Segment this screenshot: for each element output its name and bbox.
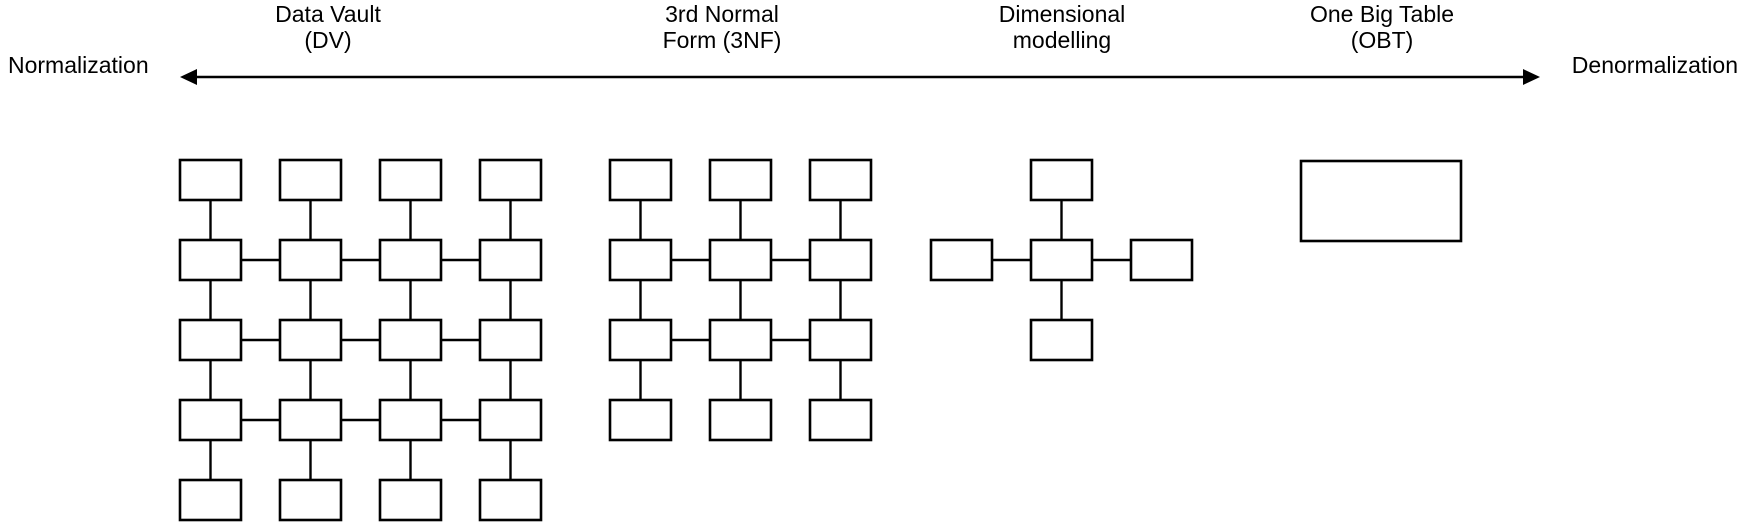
normalization-label: Normalization	[8, 52, 149, 78]
table-box	[708, 158, 773, 202]
table-box	[608, 158, 673, 202]
one-big-table-box	[1299, 159, 1463, 243]
approach-label-line1: One Big Table	[1309, 1, 1455, 27]
table-box	[478, 478, 543, 522]
table-box	[278, 398, 343, 442]
table-box	[808, 398, 873, 442]
dimension-bottom-box	[1029, 318, 1094, 362]
table-box	[608, 238, 673, 282]
approach-label-dimensional: Dimensional modelling	[999, 1, 1126, 53]
table-box	[808, 238, 873, 282]
table-box	[178, 158, 243, 202]
table-box	[478, 158, 543, 202]
table-box	[478, 318, 543, 362]
approach-label-line1: 3rd Normal	[665, 1, 779, 27]
table-box	[178, 478, 243, 522]
table-box	[278, 478, 343, 522]
table-box	[708, 318, 773, 362]
table-box	[608, 398, 673, 442]
table-box	[808, 158, 873, 202]
approach-label-line2: (DV)	[304, 27, 352, 53]
approach-label-3nf: 3rd Normal Form (3NF)	[663, 1, 782, 53]
table-box	[378, 318, 443, 362]
table-box	[478, 238, 543, 282]
table-box	[178, 318, 243, 362]
table-box	[608, 318, 673, 362]
approach-label-data-vault: Data Vault (DV)	[275, 1, 381, 53]
table-box	[708, 238, 773, 282]
table-box	[278, 158, 343, 202]
table-box	[178, 238, 243, 282]
approach-label-line2: (OBT)	[1350, 27, 1414, 53]
table-box	[378, 238, 443, 282]
dimension-left-box	[929, 238, 994, 282]
fact-center-box	[1029, 238, 1094, 282]
table-box	[178, 398, 243, 442]
table-box	[278, 238, 343, 282]
table-box	[378, 478, 443, 522]
table-box	[378, 398, 443, 442]
dimension-right-box	[1129, 238, 1194, 282]
dimension-top-box	[1029, 158, 1094, 202]
denormalization-label: Denormalization	[1571, 52, 1738, 78]
approach-label-line2: Form (3NF)	[662, 27, 782, 53]
table-box	[378, 158, 443, 202]
arrowhead-right-icon	[1523, 69, 1540, 85]
approach-label-obt: One Big Table (OBT)	[1310, 1, 1454, 53]
table-box	[708, 398, 773, 442]
approach-label-line1: Data Vault	[275, 1, 381, 27]
arrowhead-left-icon	[180, 69, 197, 85]
approach-label-line1: Dimensional	[998, 1, 1126, 27]
table-box	[808, 318, 873, 362]
table-box	[278, 318, 343, 362]
table-box	[478, 398, 543, 442]
approach-label-line2: modelling	[1012, 27, 1112, 53]
